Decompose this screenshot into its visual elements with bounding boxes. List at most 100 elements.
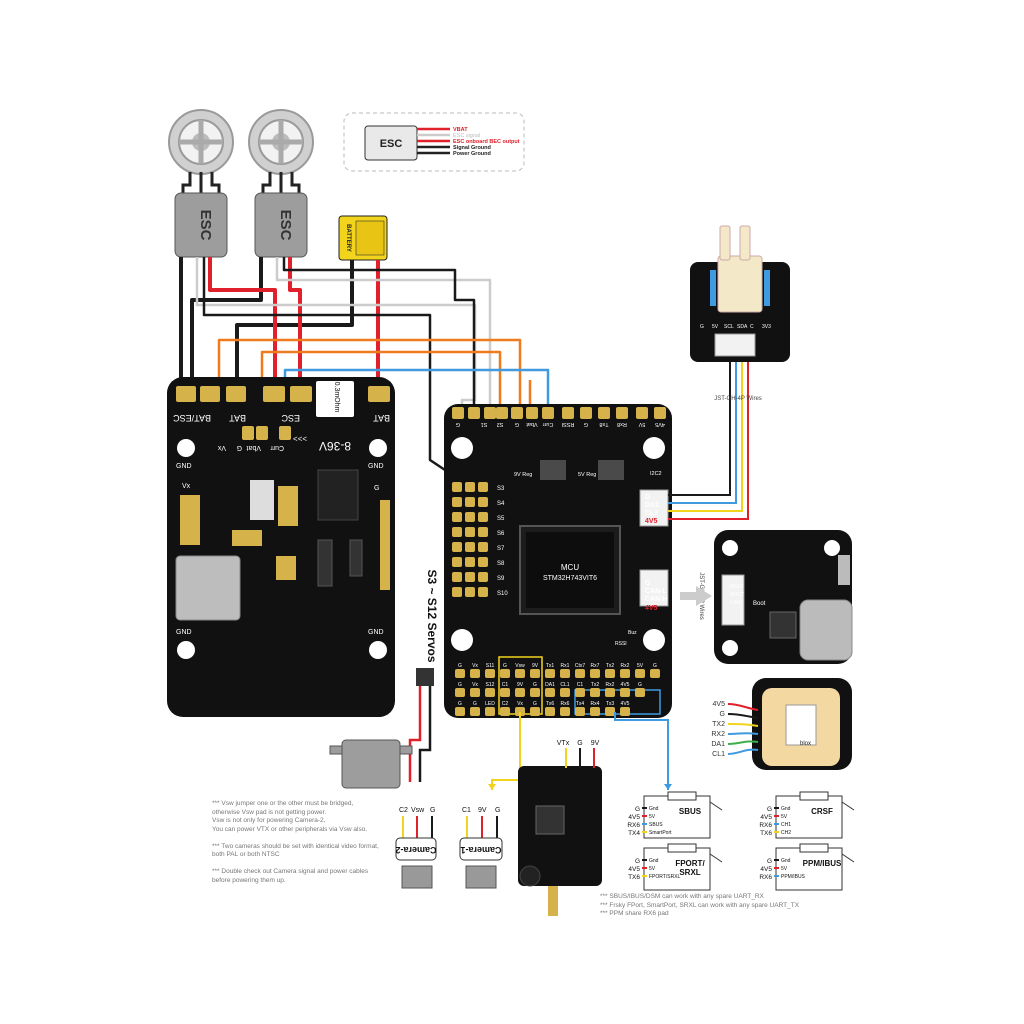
fc-servo-label: S3 bbox=[497, 486, 505, 492]
svg-text:CL2: CL2 bbox=[645, 510, 658, 517]
receiver-pin-inner: 5V bbox=[781, 814, 788, 820]
fc-bottom-label: G bbox=[458, 701, 462, 707]
receiver-pin-inner: Gnd bbox=[781, 806, 791, 812]
fc-servo-pad bbox=[465, 587, 475, 597]
pdb-shunt-label: 0.3mOhm bbox=[333, 382, 340, 413]
receiver-pin-inner: PPM/IBUS bbox=[781, 874, 806, 880]
fc-bottom-label: Vx bbox=[517, 701, 523, 707]
fc-servo-pad bbox=[478, 527, 488, 537]
fc-servo-pad bbox=[452, 572, 462, 582]
fc-rx-pad-group bbox=[574, 689, 661, 715]
svg-text:G: G bbox=[645, 580, 651, 587]
fc-servo-pad bbox=[478, 482, 488, 492]
receiver-name: FPORT/ bbox=[675, 859, 705, 868]
fc-can-pins: G CAN-L CAN-H 4V5 bbox=[645, 580, 668, 612]
fc-servo-label: S8 bbox=[497, 561, 505, 567]
fc-bottom-pad bbox=[530, 669, 540, 678]
fc-bottom-label: Rx2 bbox=[621, 663, 630, 669]
gps-chip bbox=[785, 704, 817, 746]
esc-body bbox=[254, 192, 308, 258]
motor-left bbox=[168, 109, 234, 175]
antenna-icon bbox=[841, 801, 855, 811]
fc-bottom-pad bbox=[545, 688, 555, 697]
airspeed-port bbox=[719, 225, 731, 261]
fc-bottom-label: G bbox=[458, 663, 462, 669]
fc-bottom-label: C1 bbox=[502, 682, 509, 688]
fc-bottom-label: 9V bbox=[517, 682, 524, 688]
antenna-icon bbox=[709, 853, 723, 863]
svg-text:CAN: CAN bbox=[730, 600, 741, 606]
fc-bottom-pad bbox=[455, 688, 465, 697]
fc-bottom-pad bbox=[590, 688, 600, 697]
gps-pins: 4V5 G TX2 RX2 DA1 CL1 bbox=[711, 701, 725, 758]
svg-text:CL1: CL1 bbox=[712, 751, 725, 758]
servo-icon bbox=[341, 739, 401, 789]
pdb-vx: Vx bbox=[182, 483, 191, 490]
fc-bottom-pad bbox=[590, 707, 600, 716]
pdb-arrows: >>> bbox=[293, 434, 307, 443]
pdb-label-bat: BAT bbox=[229, 413, 246, 423]
fc-bottom-label: 4V5 bbox=[621, 701, 630, 707]
pdb-label-esc: ESC bbox=[281, 413, 300, 423]
mount-hole bbox=[451, 629, 473, 651]
receiver-pin-inner: CH2 bbox=[781, 830, 791, 836]
svg-text:SCL: SCL bbox=[724, 324, 734, 330]
fc-bottom-label: G bbox=[458, 682, 462, 688]
fc-reg1-label: 9V Reg bbox=[514, 472, 532, 478]
receiver-pin-label: G bbox=[635, 806, 640, 813]
pdb-voltage: 8-36V bbox=[319, 439, 351, 453]
power-board: BAT/ESC BAT ESC BAT 0.3mOhm >>> 8-36V Vx… bbox=[167, 377, 395, 717]
receiver-pin-inner: 5V bbox=[649, 814, 656, 820]
fc-bottom-label: 4V5 bbox=[621, 682, 630, 688]
fc-bottom-pad bbox=[515, 688, 525, 697]
svg-text:4V5: 4V5 bbox=[655, 421, 665, 427]
receiver-pin-inner: CH1 bbox=[781, 822, 791, 828]
fc-bottom-label: G bbox=[533, 682, 537, 688]
legend: ESC VBAT ESC signal ESC onboard BEC outp… bbox=[343, 112, 525, 172]
fc-top-pads bbox=[452, 407, 666, 419]
camera-signal-wire bbox=[491, 712, 521, 790]
esc-left: ESC bbox=[174, 192, 228, 258]
esc-right-label: ESC bbox=[277, 210, 294, 241]
can-boot-label: Boot bbox=[753, 601, 766, 607]
airspeed-pins: G 5V SCL SDA C 3V3 bbox=[700, 324, 771, 330]
fc-bottom-pad bbox=[455, 707, 465, 716]
receiver-name: CRSF bbox=[811, 807, 833, 816]
fc-servo-pad bbox=[465, 572, 475, 582]
camera-icon bbox=[465, 865, 497, 889]
fc-servo-pad bbox=[478, 542, 488, 552]
fc-bottom-pad bbox=[470, 707, 480, 716]
can-connector bbox=[721, 574, 745, 626]
camera-connector bbox=[459, 837, 503, 861]
fc-servo-pad bbox=[478, 587, 488, 597]
svg-text:9V: 9V bbox=[478, 807, 487, 814]
pdb-label-bat2: BAT bbox=[373, 413, 390, 423]
pdb-pad bbox=[200, 386, 220, 402]
vtx-module: VTx G 9V bbox=[518, 740, 602, 916]
pdb-pad bbox=[226, 386, 246, 402]
legend-bec: ESC onboard BEC output bbox=[453, 139, 520, 145]
svg-text:SDA: SDA bbox=[737, 324, 748, 330]
airspeed-sensor-body bbox=[717, 255, 763, 313]
fc-bottom-label: Rx2 bbox=[606, 682, 615, 688]
svg-text:C: C bbox=[750, 324, 754, 330]
fc-bottom-label: Tx2 bbox=[591, 682, 600, 688]
pdb-component bbox=[250, 480, 274, 520]
svg-text:BEEP: BEEP bbox=[730, 584, 744, 590]
esc-right: ESC bbox=[254, 192, 308, 258]
fc-bottom-label: Vx bbox=[472, 682, 478, 688]
receiver-pin-label: RX6 bbox=[759, 822, 772, 829]
pdb-shunt bbox=[316, 381, 354, 417]
pdb-pad bbox=[290, 386, 312, 402]
fc-bottom-pad bbox=[545, 669, 555, 678]
receiver-pin-inner: 5V bbox=[781, 866, 788, 872]
fc-bottom-pad bbox=[620, 688, 630, 697]
fc-bottom-pad bbox=[485, 688, 495, 697]
pdb-label-vx: Vx bbox=[217, 444, 226, 451]
receiver-pin-label: TX4 bbox=[628, 830, 640, 837]
fc-bottom-pad bbox=[590, 669, 600, 678]
camera-1: C1 9V G Camera-1 bbox=[459, 807, 503, 889]
motor-wires bbox=[181, 172, 301, 195]
fc-bottom-label: G bbox=[533, 701, 537, 707]
